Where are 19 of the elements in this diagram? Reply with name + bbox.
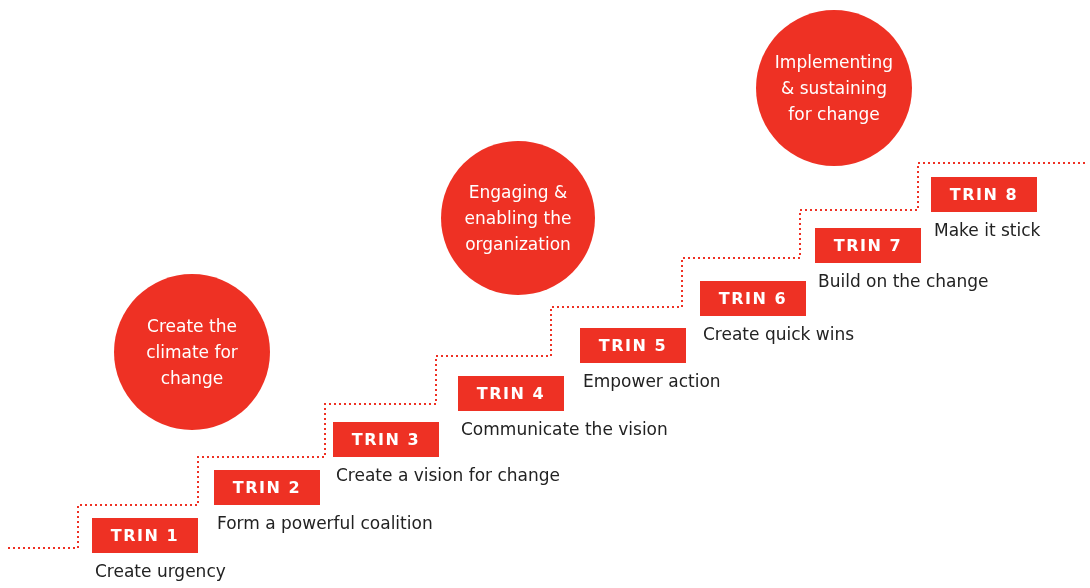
step-description: Empower action — [583, 371, 721, 391]
step-description: Build on the change — [818, 271, 989, 291]
step-label: TRIN 8 — [931, 177, 1037, 212]
step-description: Form a powerful coalition — [217, 513, 433, 533]
step-description: Create quick wins — [703, 324, 855, 344]
step-description: Create urgency — [95, 561, 226, 581]
step-description: Communicate the vision — [461, 419, 668, 439]
step-label: TRIN 5 — [580, 328, 686, 363]
step-description: Create a vision for change — [336, 465, 560, 485]
step-label: TRIN 6 — [700, 281, 806, 316]
step-label: TRIN 7 — [815, 228, 921, 263]
step-label: TRIN 2 — [214, 470, 320, 505]
phase-circle: Create the climate for change — [114, 274, 270, 430]
step-label: TRIN 4 — [458, 376, 564, 411]
step-description: Make it stick — [934, 220, 1041, 240]
step-label: TRIN 3 — [333, 422, 439, 457]
phase-circle: Engaging & enabling the organization — [441, 141, 595, 295]
phase-circle: Implementing & sustaining for change — [756, 10, 912, 166]
step-label: TRIN 1 — [92, 518, 198, 553]
